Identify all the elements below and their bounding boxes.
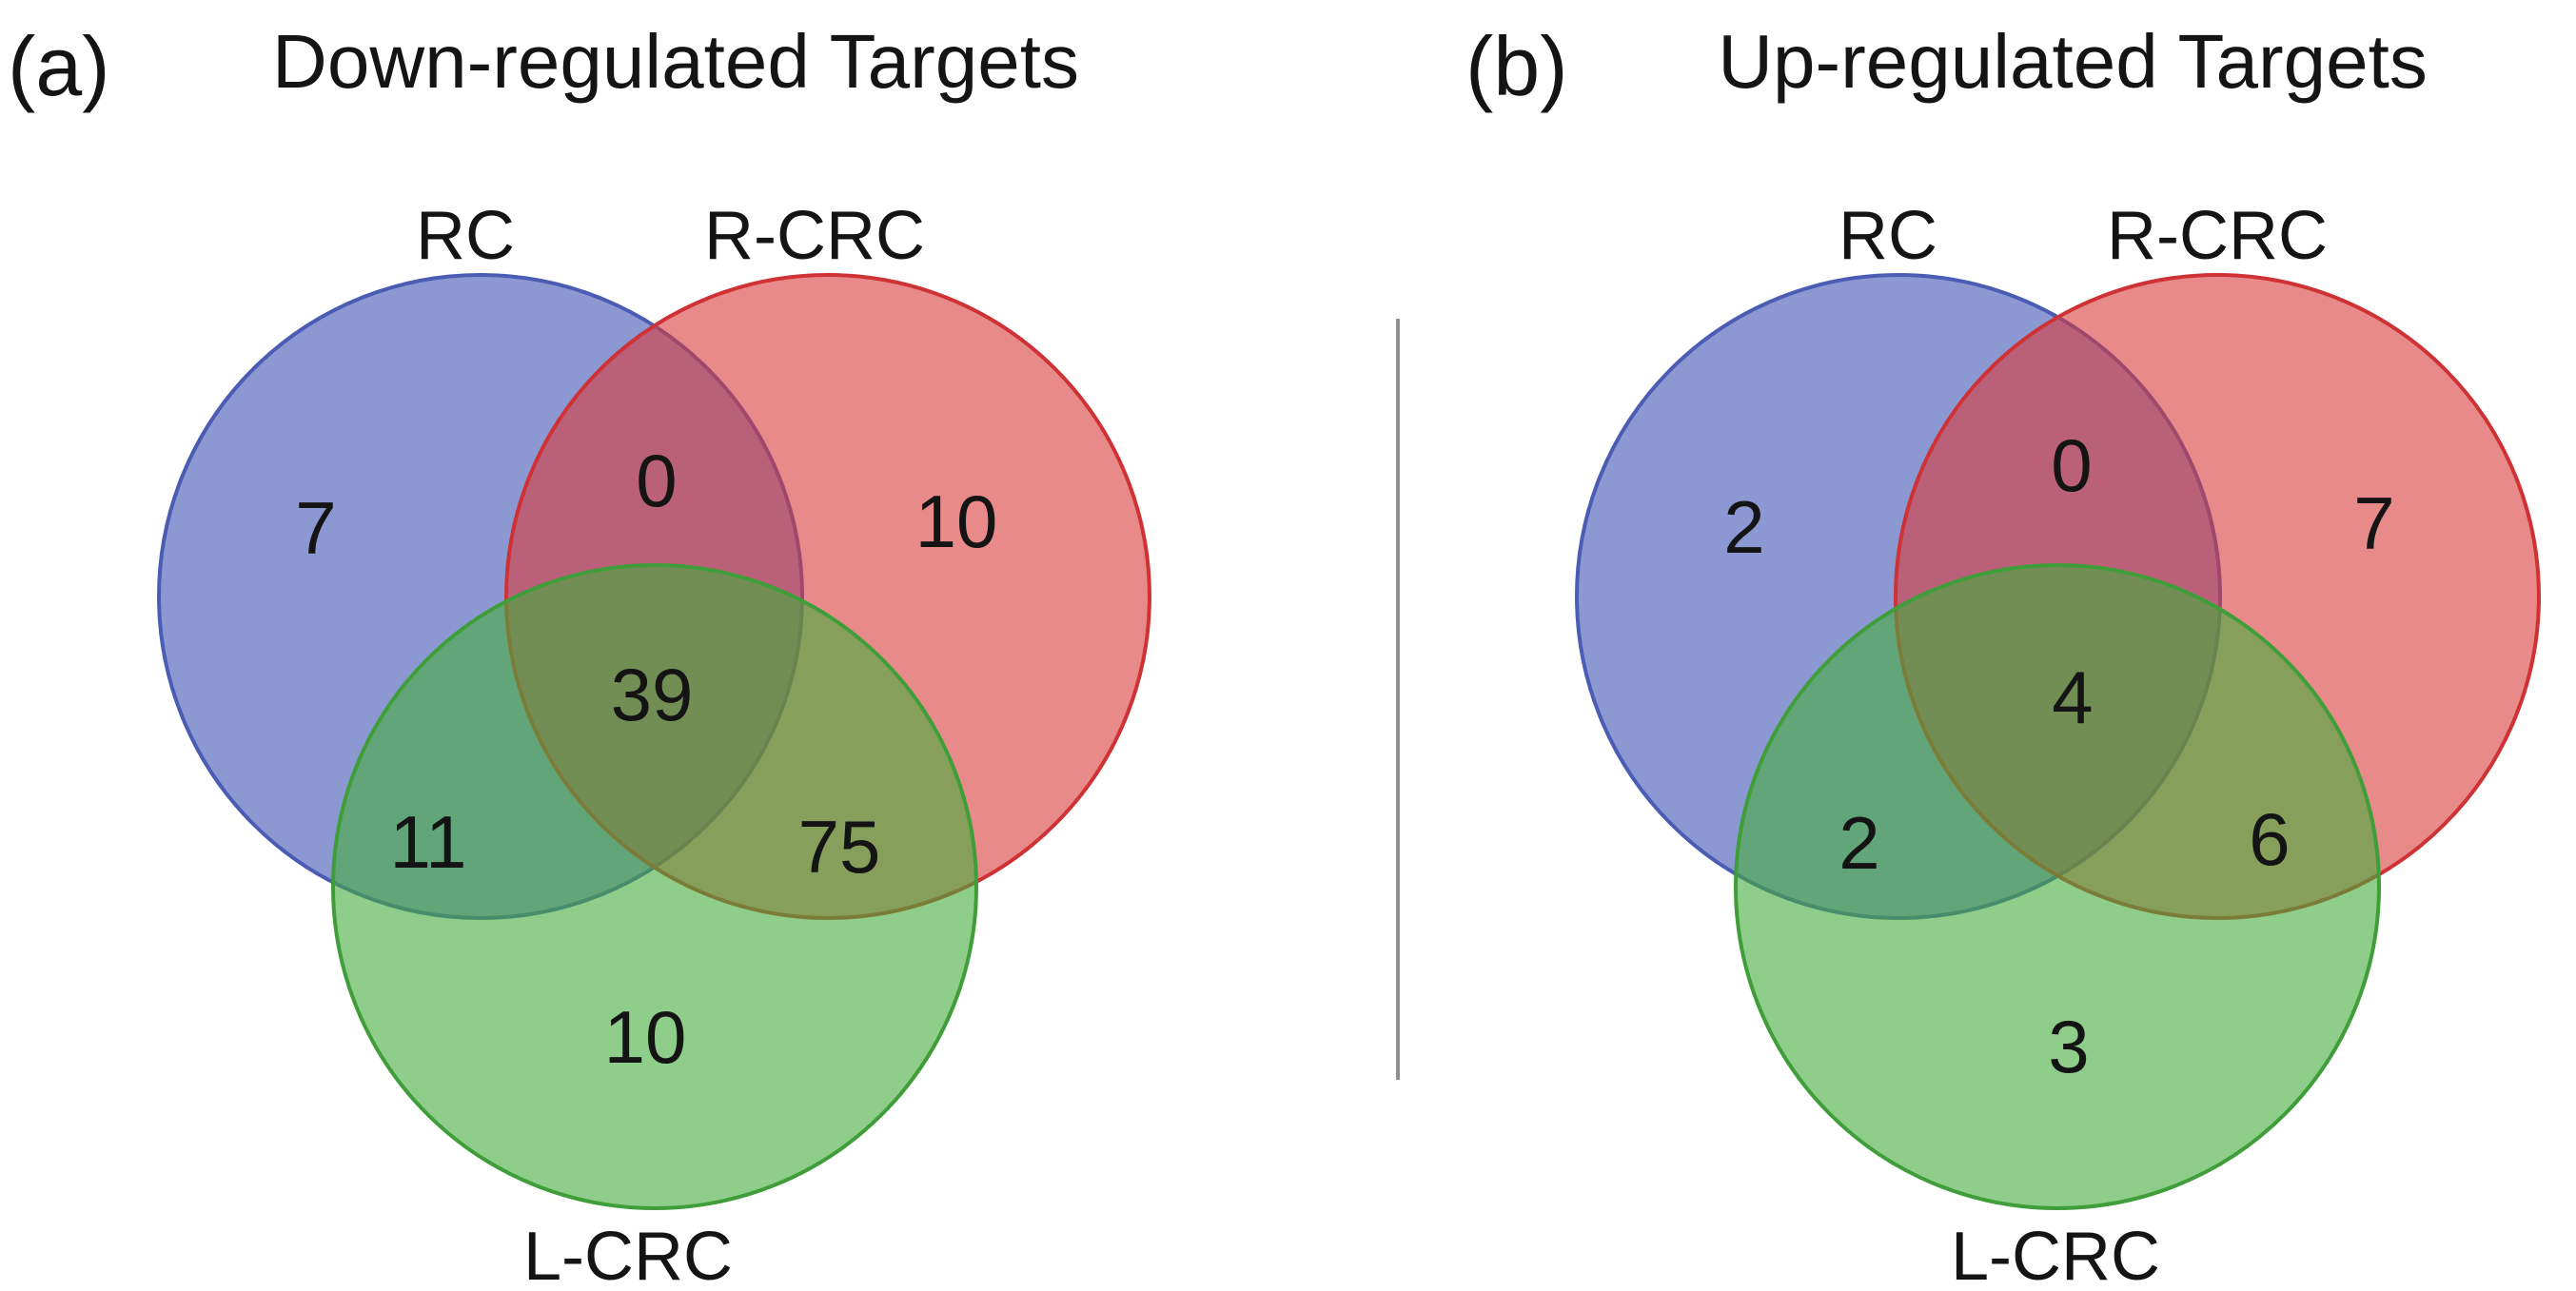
panel-a-count-rcrc-lcrc: 75 [798,805,881,889]
panel-b-set-label-rcrc: R-CRC [2107,198,2328,274]
panel-a-set-label-rcrc: R-CRC [704,198,925,274]
panel-a-set-label-rc: RC [416,198,515,274]
panel-a-tag: (a) [8,19,110,113]
panel-b-tag: (b) [1465,19,1568,113]
panel-a-count-rc-rcrc: 0 [636,439,677,522]
panel-a-count-rc-only: 7 [295,486,336,570]
panel-b-count-lcrc-only: 3 [2048,1005,2089,1088]
panel-a-set-label-lcrc: L-CRC [523,1219,733,1291]
panel-a: (a) Down-regulated Targets RC R-CRC 7 0 … [8,19,1151,1291]
panel-a-count-all-three: 39 [611,653,694,736]
panel-a-count-rc-lcrc: 11 [390,800,467,884]
panel-a-circle-lcrc [331,563,978,1210]
panel-b-count-rcrc-lcrc: 6 [2249,797,2290,881]
panel-a-title: Down-regulated Targets [272,19,1079,104]
panel-b-set-label-lcrc: L-CRC [1951,1219,2160,1291]
panel-b-count-rc-lcrc: 2 [1839,801,1879,885]
panel-b-count-rcrc-only: 7 [2353,481,2394,565]
panel-a-count-lcrc-only: 10 [604,995,687,1079]
panel-b-set-label-rc: RC [1839,198,1937,274]
panel-b-count-rc-rcrc: 0 [2051,423,2092,507]
panel-divider [1396,319,1400,1080]
panel-b-circle-lcrc [1734,563,2381,1210]
panel-b-title: Up-regulated Targets [1718,19,2428,104]
panel-a-count-rcrc-only: 10 [915,479,998,563]
panel-b: (b) Up-regulated Targets RC R-CRC 2 0 7 … [1465,19,2541,1291]
panel-b-count-rc-only: 2 [1723,485,1764,569]
panel-b-count-all-three: 4 [2052,655,2093,739]
